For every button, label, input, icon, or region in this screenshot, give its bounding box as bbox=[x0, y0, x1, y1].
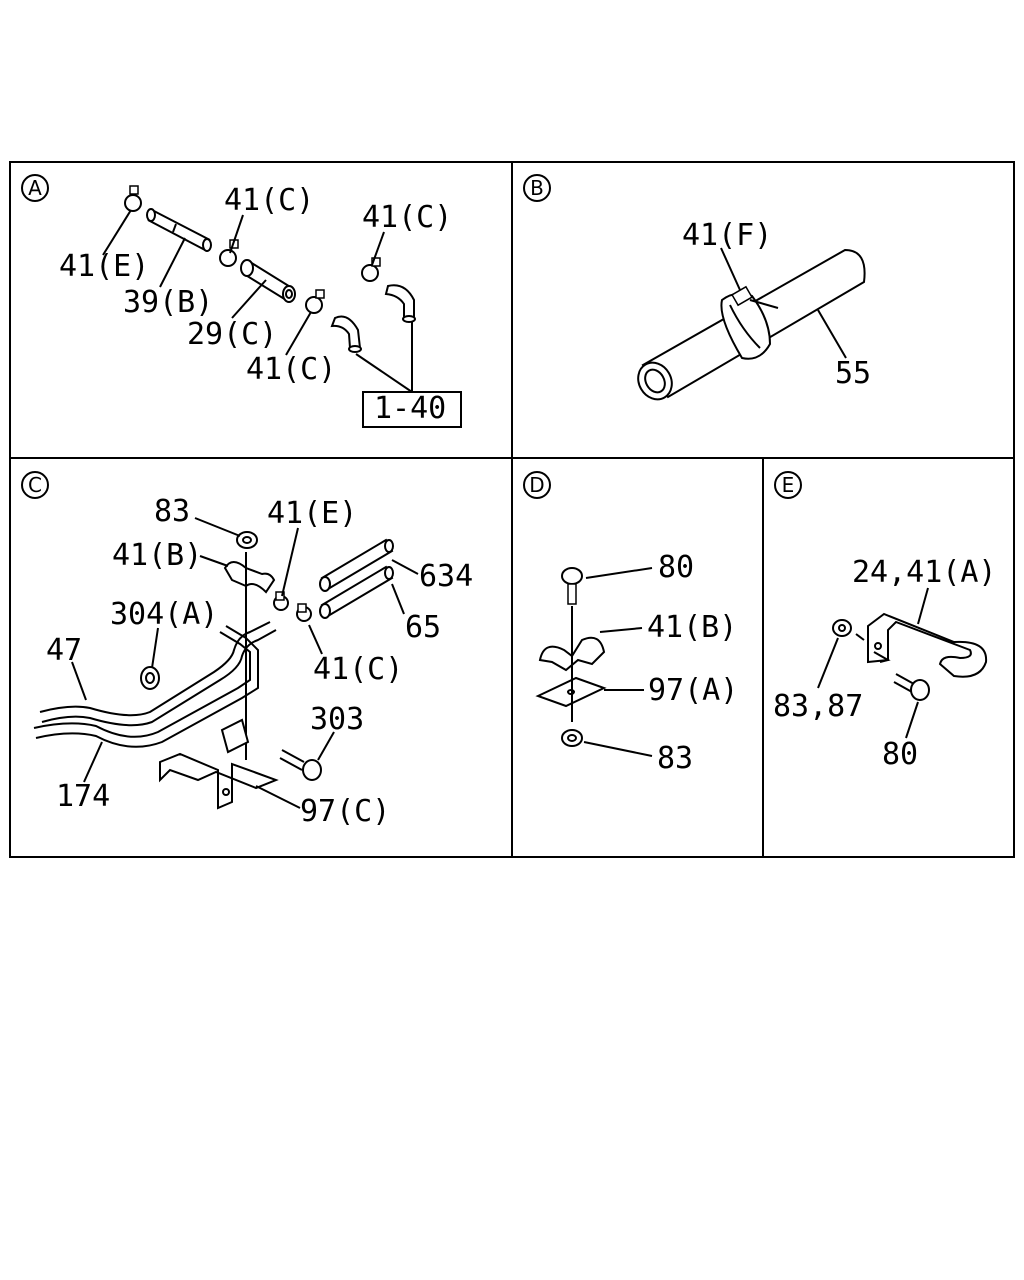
nut-83 bbox=[236, 531, 258, 549]
panel-d: D 80 41(B) 97(A) 83 bbox=[523, 471, 738, 776]
label-304a: 304(A) bbox=[110, 597, 218, 632]
panel-d-letter: D bbox=[529, 473, 544, 497]
panel-b-letter: B bbox=[530, 176, 544, 200]
elbow-pipes-1-40 bbox=[330, 284, 416, 353]
label-55: 55 bbox=[835, 356, 871, 391]
label-41c: 41(C) bbox=[313, 652, 403, 687]
panel-a: A bbox=[21, 174, 462, 428]
clamp-41e-c bbox=[273, 591, 289, 611]
panel-e-badge bbox=[774, 471, 802, 499]
ref-box-1-40 bbox=[362, 391, 462, 428]
pipe-39b bbox=[146, 208, 212, 252]
label-80: 80 bbox=[882, 737, 918, 772]
panel-c: C bbox=[21, 471, 473, 829]
label-41c-top: 41(C) bbox=[224, 183, 314, 218]
bracket-24-41a bbox=[867, 612, 988, 678]
panel-d-badge bbox=[523, 471, 551, 499]
panel-d-leaders bbox=[583, 567, 653, 757]
bolt-80-d bbox=[561, 567, 583, 605]
label-303: 303 bbox=[310, 702, 364, 737]
clamp-41c-3 bbox=[361, 257, 381, 282]
label-65: 65 bbox=[405, 610, 441, 645]
label-41c-right: 41(C) bbox=[362, 200, 452, 235]
label-97c: 97(C) bbox=[300, 794, 390, 829]
panel-a-badge bbox=[21, 174, 49, 202]
clamp-41c-2 bbox=[305, 289, 325, 314]
leader-41f bbox=[720, 247, 741, 291]
panel-b: B 41(F) 55 bbox=[523, 174, 871, 401]
panel-frames bbox=[9, 161, 1015, 858]
clamp-41e bbox=[124, 185, 142, 212]
label-41e: 41(E) bbox=[267, 496, 357, 531]
label-29c: 29(C) bbox=[187, 317, 277, 352]
panel-e: E 24,41(A) 83,87 80 bbox=[773, 471, 997, 772]
panel-a-letter: A bbox=[28, 176, 42, 200]
leader-55 bbox=[817, 309, 847, 359]
label-47: 47 bbox=[46, 633, 82, 668]
label-83: 83 bbox=[657, 741, 693, 776]
hose-634 bbox=[319, 538, 394, 592]
panel-a-leaders bbox=[102, 209, 413, 393]
panel-c-letter: C bbox=[28, 473, 42, 497]
label-39b: 39(B) bbox=[123, 285, 213, 320]
pipe-174 bbox=[33, 625, 259, 748]
label-41b: 41(B) bbox=[647, 610, 737, 645]
label-83-87: 83,87 bbox=[773, 689, 863, 724]
clip-41b bbox=[223, 561, 276, 594]
panel-e-letter: E bbox=[782, 473, 795, 497]
bolt-80-e bbox=[893, 673, 930, 701]
clamp-41f bbox=[720, 285, 779, 360]
clip-41b-d bbox=[538, 636, 606, 672]
hose-65 bbox=[319, 565, 394, 619]
panel-c-badge bbox=[21, 471, 49, 499]
panel-b-badge bbox=[523, 174, 551, 202]
label-41b: 41(B) bbox=[112, 538, 202, 573]
panel-e-leaders bbox=[817, 587, 929, 739]
nut-83-87 bbox=[832, 619, 852, 637]
label-634: 634 bbox=[419, 559, 473, 594]
nut-83-d bbox=[561, 729, 583, 747]
label-24-41a: 24,41(A) bbox=[852, 555, 997, 590]
label-41e: 41(E) bbox=[59, 249, 149, 284]
label-ref-1-40: 1-40 bbox=[374, 391, 446, 426]
hose-29c bbox=[240, 259, 296, 303]
label-97a: 97(A) bbox=[648, 673, 738, 708]
panel-c-leaders bbox=[71, 517, 419, 809]
bolt-303 bbox=[279, 749, 322, 781]
label-41f: 41(F) bbox=[682, 218, 772, 253]
label-41c-bottom: 41(C) bbox=[246, 352, 336, 387]
label-83: 83 bbox=[154, 494, 190, 529]
clamp-41c-1 bbox=[219, 239, 239, 267]
label-174: 174 bbox=[56, 779, 110, 814]
label-80: 80 bbox=[658, 550, 694, 585]
bracket-97c bbox=[159, 718, 279, 810]
grommet-304a bbox=[140, 666, 160, 690]
clamp-41c-c bbox=[296, 603, 312, 622]
